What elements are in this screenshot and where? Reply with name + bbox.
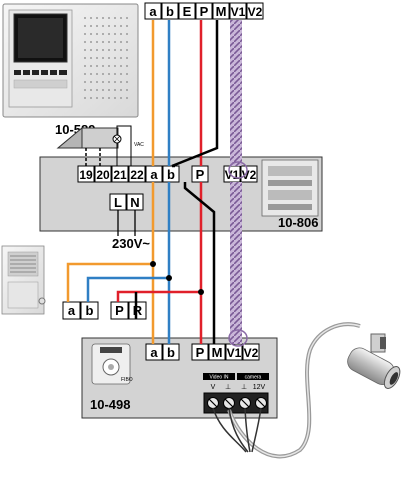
speaker-grille — [84, 17, 128, 99]
module-chip-text: FIBO — [121, 377, 133, 383]
camera-label: camera — [245, 375, 262, 381]
relay-terminal-21-label: 21 — [113, 168, 127, 182]
relay-terminal-P-label: P — [196, 167, 205, 182]
door-terminal-b — [80, 301, 99, 320]
top-terminal-E-label: E — [183, 4, 192, 19]
camera-device — [347, 333, 401, 389]
door-terminal-a-label: a — [68, 303, 76, 318]
top-terminal-V2 — [246, 2, 264, 20]
top-terminal-b-label: b — [166, 4, 174, 19]
vac-label: VAC — [134, 142, 144, 148]
power-terminals: L N — [109, 193, 144, 236]
relay-terminal-19-label: 19 — [79, 168, 93, 182]
relay-terminal-a-label: a — [150, 167, 158, 182]
door-terminal-a — [62, 301, 81, 320]
relay-terminal-22 — [128, 165, 146, 183]
door-opener-symbol — [56, 126, 119, 166]
power-terminal-L-label: L — [114, 195, 122, 210]
relay-terminal-22-label: 22 — [130, 168, 144, 182]
video-connector-labels: Video IN camera V ⊥ ⊥ 12V — [203, 373, 269, 391]
wire-P — [116, 20, 203, 344]
top-terminal-M — [212, 2, 230, 20]
module-terminal-b — [162, 343, 180, 361]
top-terminal-V1 — [229, 2, 247, 20]
video-in-label: Video IN — [209, 375, 228, 381]
top-terminal-M-label: M — [216, 4, 227, 19]
relay-terminal-V2 — [240, 165, 258, 183]
module-terminal-b-label: b — [167, 345, 175, 360]
module-terminal-a-label: a — [150, 345, 158, 360]
module-terminal-P-label: P — [196, 345, 205, 360]
top-terminal-V1-label: V1 — [231, 5, 246, 19]
camera-pin-ground: ⊥ — [241, 384, 247, 391]
relay-device-sketch — [261, 159, 319, 217]
module-device-sketch: FIBO — [91, 343, 133, 385]
relay-terminal-b-label: b — [167, 167, 175, 182]
door-terminal-row: a b P R — [62, 301, 147, 320]
door-terminal-P — [110, 301, 129, 320]
door-terminal-P-label: P — [115, 303, 124, 318]
video-pin-v: V — [211, 384, 216, 391]
relay-terminal-V1-label: V1 — [225, 168, 240, 182]
video-pin-ground: ⊥ — [225, 384, 231, 391]
relay-terminal-19 — [77, 165, 95, 183]
wire-b — [86, 20, 171, 344]
camera-cable — [212, 322, 361, 459]
screw-terminal-block — [203, 392, 269, 414]
module-terminal-M — [208, 343, 226, 361]
top-terminal-b — [161, 2, 179, 20]
relay-terminal-20 — [94, 165, 112, 183]
top-terminal-P — [195, 2, 213, 20]
module-terminal-V2 — [242, 343, 260, 361]
wire-video — [228, 20, 248, 347]
relay-terminal-21 — [111, 165, 129, 183]
wire-M — [134, 20, 219, 344]
monitor-device — [2, 3, 139, 118]
door-terminal-R-label: R — [133, 303, 143, 318]
module-terminal-V1-label: V1 — [227, 346, 242, 360]
top-terminal-V2-label: V2 — [248, 5, 263, 19]
top-terminal-a-label: a — [149, 4, 157, 19]
module-terminal-row: a b P M V1 V2 — [145, 343, 260, 361]
top-terminal-row: a b E P M V1 V2 — [144, 2, 264, 20]
power-terminal-N-label: N — [130, 195, 139, 210]
relay-terminal-V2-label: V2 — [242, 168, 257, 182]
door-terminal-R — [128, 301, 147, 320]
top-terminal-E — [178, 2, 196, 20]
power-voltage-label: 230V~ — [112, 236, 150, 251]
top-terminal-P-label: P — [200, 4, 209, 19]
relay-terminal-20-label: 20 — [96, 168, 110, 182]
relay-model-label: 10-806 — [278, 215, 318, 230]
relay-terminal-b — [162, 165, 180, 183]
module-terminal-V2-label: V2 — [244, 346, 259, 360]
door-terminal-b-label: b — [86, 303, 94, 318]
top-terminal-a — [144, 2, 162, 20]
module-model-label: 10-498 — [90, 397, 130, 412]
door-station-panel — [1, 245, 46, 315]
camera-pin-12v: 12V — [253, 384, 266, 391]
module-terminal-M-label: M — [212, 345, 223, 360]
wire-junctions — [150, 261, 204, 295]
lamp-symbol: VAC — [112, 125, 144, 166]
